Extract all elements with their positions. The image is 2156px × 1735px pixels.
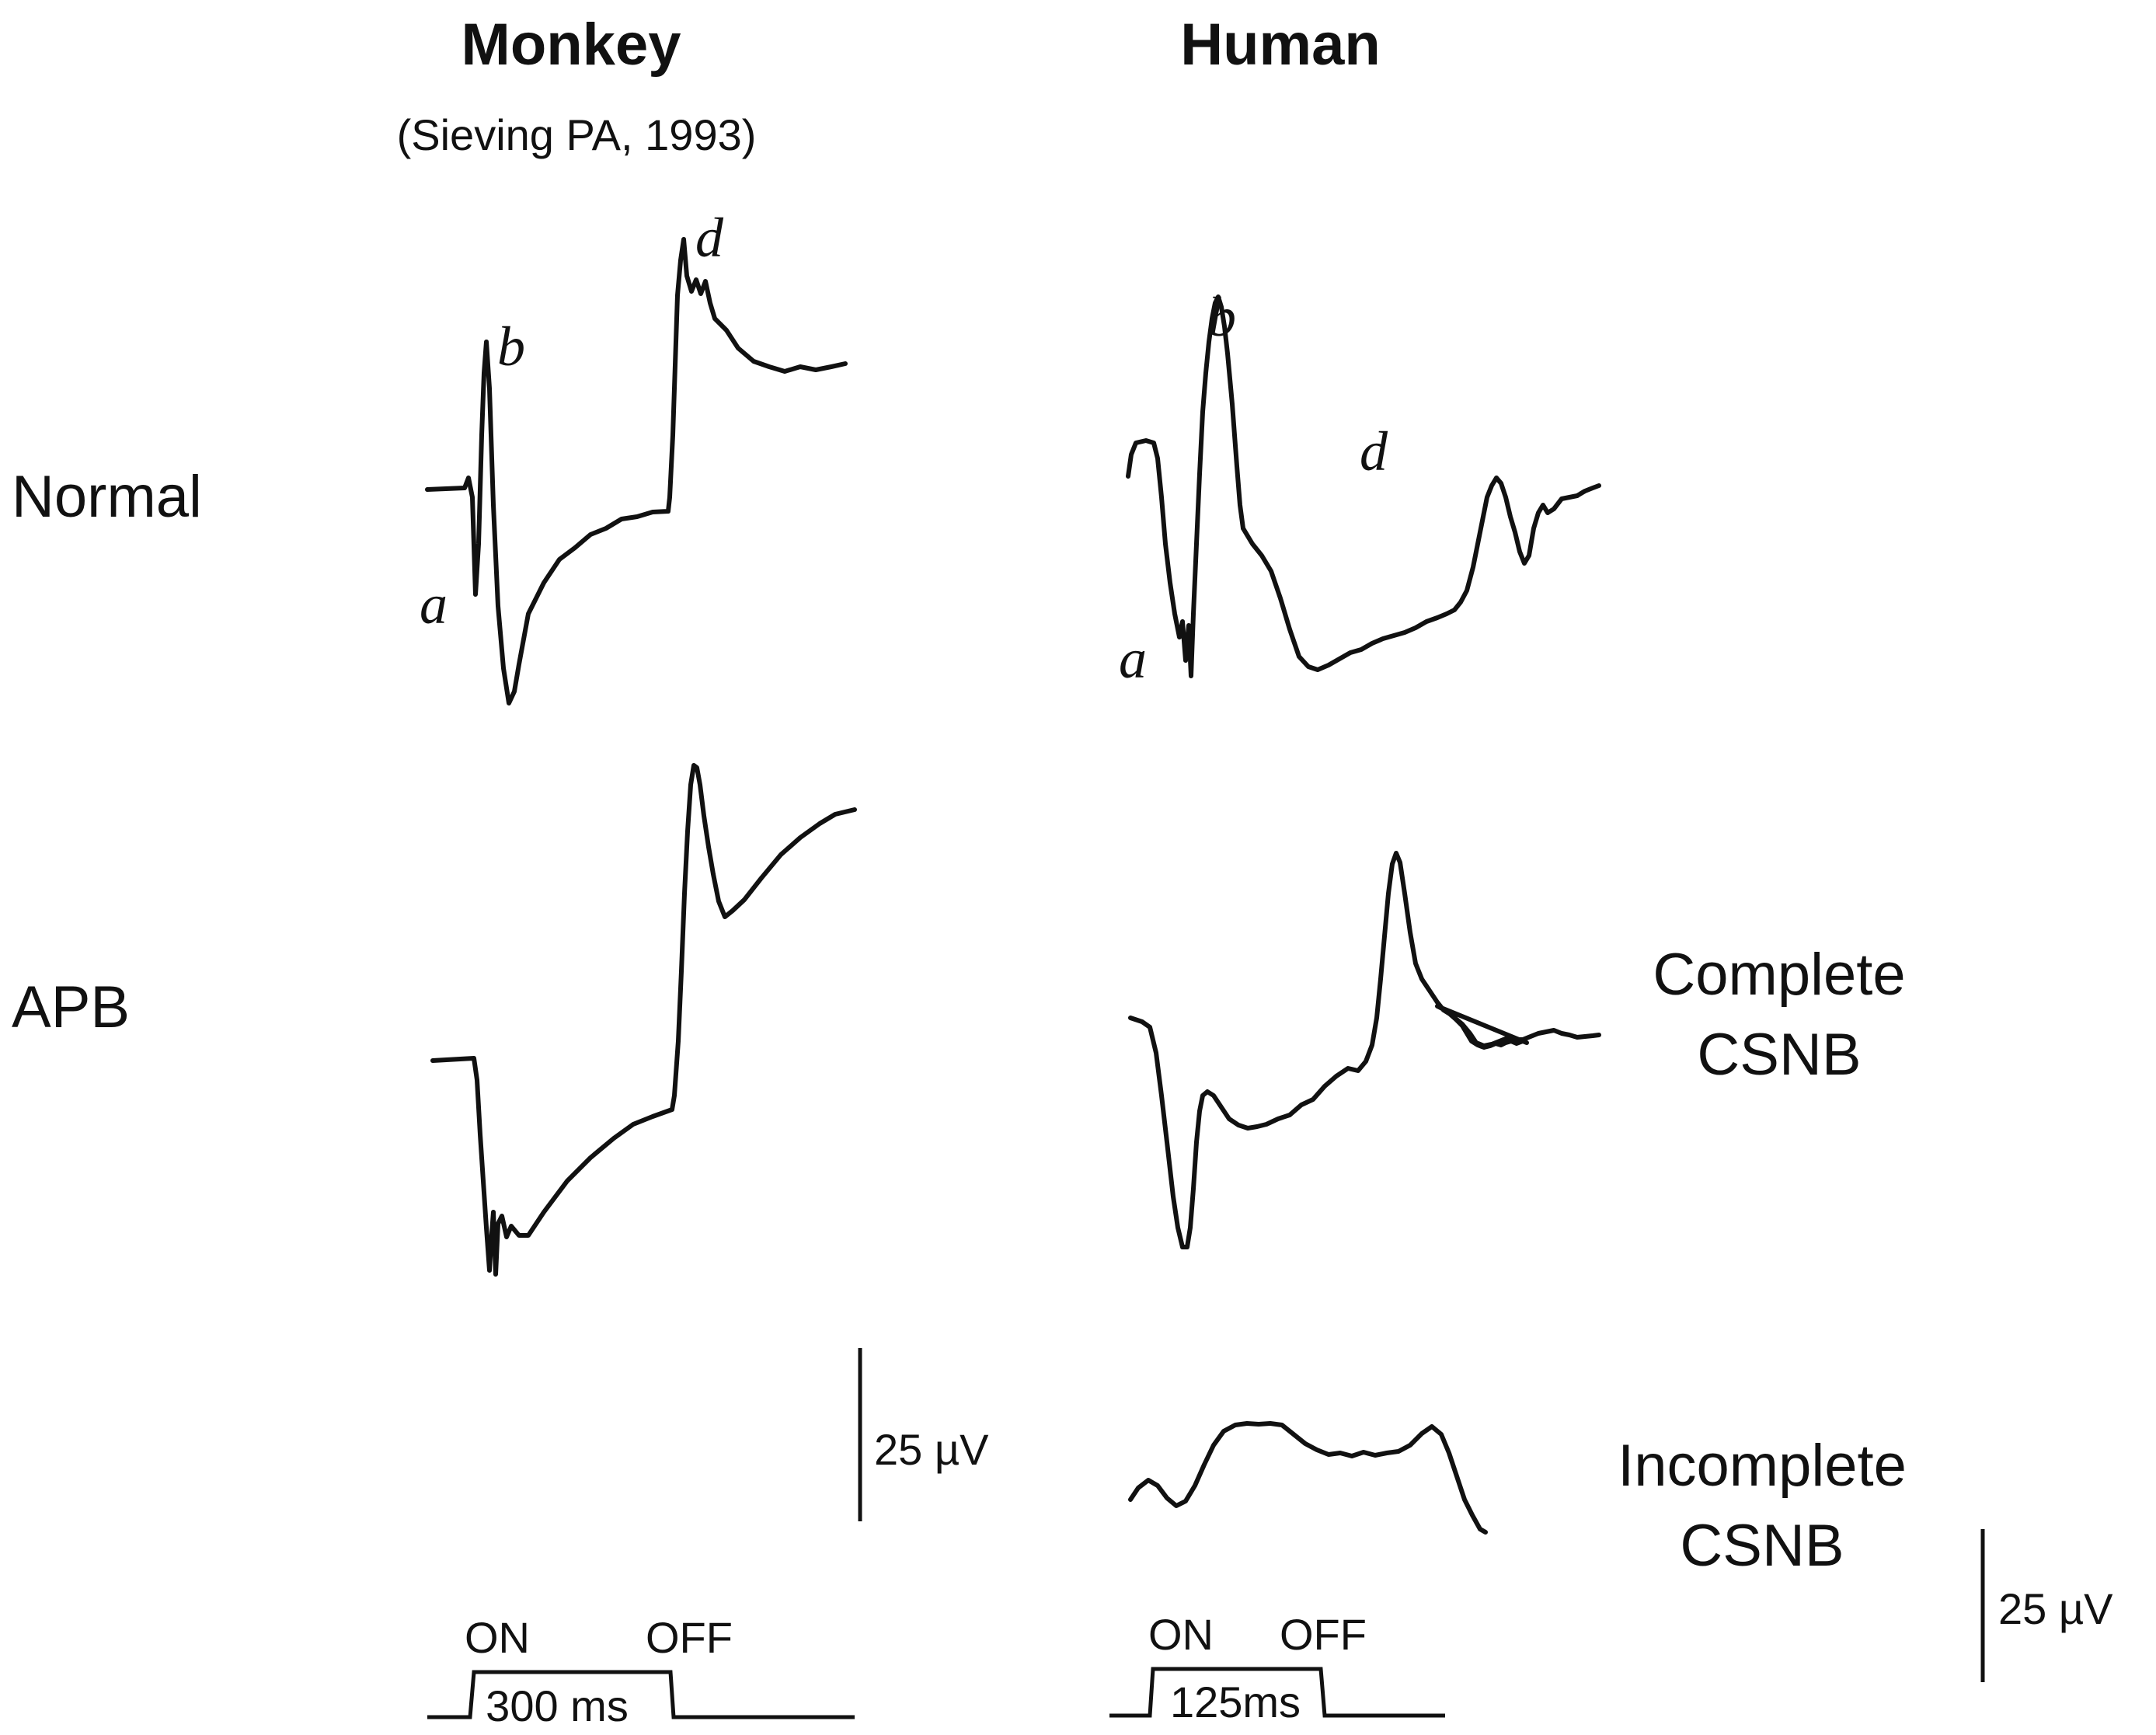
- row-label-normal: Normal: [12, 464, 202, 530]
- row-label-apb: APB: [12, 974, 130, 1040]
- human-stimulus-duration: 125ms: [1170, 1678, 1301, 1726]
- monkey-stimulus-trace: [427, 1670, 855, 1719]
- human-stimulus-trace: [1109, 1667, 1445, 1718]
- monkey-scale-label: 25 µV: [874, 1425, 989, 1474]
- row-label-complete-csnb-line1: Complete: [1653, 942, 1905, 1008]
- human-scale-label: 25 µV: [1998, 1584, 2113, 1633]
- monkey-column-title: Monkey: [462, 12, 681, 78]
- row-label-incomplete-csnb-line1: Incomplete: [1618, 1433, 1907, 1499]
- monkey-wave-label-a: a: [420, 573, 448, 636]
- human-wave-label-d: d: [1360, 420, 1388, 483]
- row-label-complete-csnb-line2: CSNB: [1697, 1022, 1861, 1088]
- monkey-normal-trace: [425, 237, 848, 705]
- human-complete-csnb-trace: [1128, 851, 1601, 1249]
- monkey-citation: (Sieving PA, 1993): [397, 110, 757, 159]
- row-label-incomplete-csnb-line2: CSNB: [1680, 1513, 1844, 1579]
- human-wave-label-a: a: [1119, 628, 1147, 690]
- human-column-title: Human: [1180, 12, 1381, 78]
- monkey-wave-label-b: b: [497, 315, 525, 378]
- human-normal-trace: [1126, 294, 1245, 678]
- monkey-apb-trace: [430, 763, 857, 1277]
- monkey-stimulus-on-label: ON: [465, 1613, 530, 1662]
- human-incomplete-csnb-trace: [1128, 1421, 1488, 1535]
- human-stimulus-on-label: ON: [1148, 1610, 1214, 1659]
- monkey-stimulus-duration: 300 ms: [486, 1681, 629, 1730]
- human-normal-trace-tail: [1241, 476, 1601, 672]
- monkey-stimulus-off-label: OFF: [646, 1613, 733, 1662]
- human-wave-label-b: b: [1208, 286, 1236, 348]
- human-stimulus-off-label: OFF: [1280, 1610, 1367, 1659]
- monkey-wave-label-d: d: [695, 207, 724, 269]
